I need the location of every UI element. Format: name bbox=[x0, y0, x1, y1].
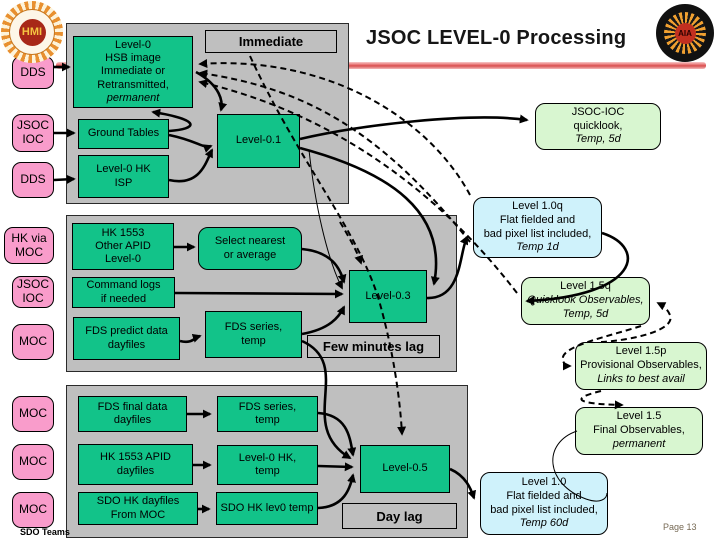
box-level0-hk-temp: Level-0 HK,temp bbox=[217, 445, 318, 485]
box-level-0-3: Level-0.3 bbox=[349, 270, 427, 323]
box-level-0-1: Level-0.1 bbox=[217, 114, 300, 168]
aia-logo-text: AIA bbox=[674, 22, 696, 44]
box-fds-series-temp-2: FDS series,temp bbox=[217, 396, 318, 432]
source-moc-3: MOC bbox=[12, 444, 54, 480]
aia-logo: AIA bbox=[656, 4, 714, 62]
page-title: JSOC LEVEL-0 Processing bbox=[366, 27, 627, 49]
footer-sdo-teams: SDO Teams bbox=[20, 527, 70, 537]
hmi-logo: HMI bbox=[1, 1, 63, 63]
dashed-level15p-to-level15 bbox=[580, 390, 624, 410]
source-moc-2: MOC bbox=[12, 396, 54, 432]
box-sdo-hk-lev0-temp: SDO HK lev0 temp bbox=[216, 492, 318, 525]
source-moc-4: MOC bbox=[12, 492, 54, 528]
source-jsoc-ioc-1: JSOC IOC bbox=[12, 114, 54, 152]
source-moc-1: MOC bbox=[12, 324, 54, 360]
box-fds-series-temp-1: FDS series,temp bbox=[205, 311, 302, 358]
source-dds-2: DDS bbox=[12, 162, 54, 198]
source-hk-via-moc: HK via MOC bbox=[4, 227, 54, 264]
box-ground-tables: Ground Tables bbox=[78, 119, 169, 149]
stage-label-day-lag: Day lag bbox=[342, 503, 457, 529]
stage-label-immediate: Immediate bbox=[205, 30, 337, 53]
stage-label-few-minutes-lag: Few minutes lag bbox=[307, 335, 440, 358]
source-jsoc-ioc-2: JSOC IOC bbox=[12, 276, 54, 308]
page-number: Page 13 bbox=[663, 522, 697, 532]
hmi-logo-text: HMI bbox=[18, 18, 46, 46]
box-level-0-5: Level-0.5 bbox=[360, 445, 450, 493]
